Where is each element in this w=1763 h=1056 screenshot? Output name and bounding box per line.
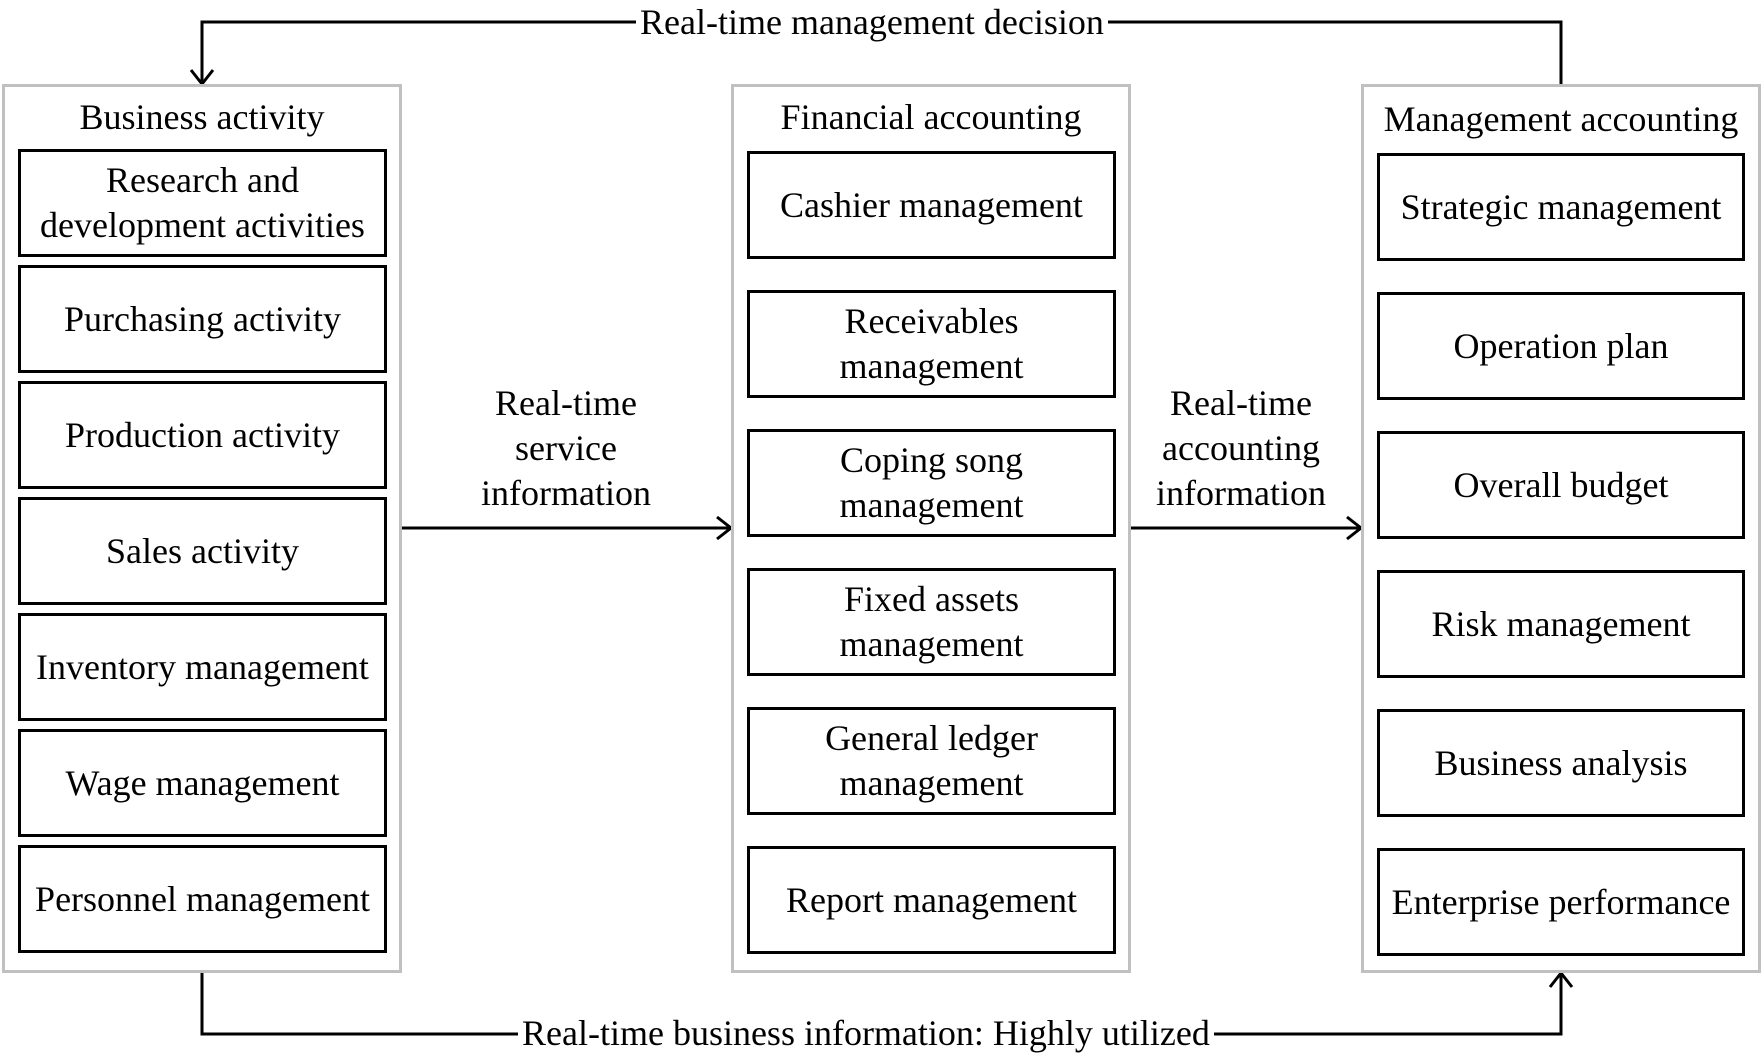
operation-plan-box: Operation plan — [1377, 292, 1745, 400]
financial-accounting-title: Financial accounting — [780, 97, 1082, 137]
enterprise-performance-box: Enterprise performance — [1377, 848, 1745, 956]
accounting-info-label: Real-time accounting information — [1131, 381, 1351, 516]
management-accounting-title: Management accounting — [1383, 99, 1739, 139]
accounting-info-line-2: accounting — [1162, 428, 1320, 468]
accounting-info-line-1: Real-time — [1170, 383, 1312, 423]
service-info-line-3: information — [481, 473, 651, 513]
report-management-box: Report management — [747, 846, 1116, 954]
purchasing-activity-box: Purchasing activity — [18, 265, 387, 373]
production-activity-box: Production activity — [18, 381, 387, 489]
risk-management-box: Risk management — [1377, 570, 1745, 678]
rd-activities-box: Research and development activities — [18, 149, 387, 257]
general-ledger-management-box: General ledger management — [747, 707, 1116, 815]
top-flow-label: Real-time management decision — [636, 0, 1108, 45]
wage-management-box: Wage management — [18, 729, 387, 837]
personnel-management-box: Personnel management — [18, 845, 387, 953]
strategic-management-box: Strategic management — [1377, 153, 1745, 261]
accounting-info-line-3: information — [1156, 473, 1326, 513]
business-analysis-box: Business analysis — [1377, 709, 1745, 817]
service-info-label: Real-time service information — [446, 381, 686, 516]
coping-song-management-box: Coping song management — [747, 429, 1116, 537]
sales-activity-box: Sales activity — [18, 497, 387, 605]
service-info-line-1: Real-time — [495, 383, 637, 423]
cashier-management-box: Cashier management — [747, 151, 1116, 259]
overall-budget-box: Overall budget — [1377, 431, 1745, 539]
inventory-management-box: Inventory management — [18, 613, 387, 721]
service-info-line-2: service — [515, 428, 617, 468]
fixed-assets-management-box: Fixed assets management — [747, 568, 1116, 676]
business-activity-title: Business activity — [79, 97, 325, 137]
bottom-flow-label: Real-time business information: Highly u… — [518, 1011, 1214, 1056]
receivables-management-box: Receivables management — [747, 290, 1116, 398]
bottom-flow-arrowhead — [1548, 970, 1574, 988]
